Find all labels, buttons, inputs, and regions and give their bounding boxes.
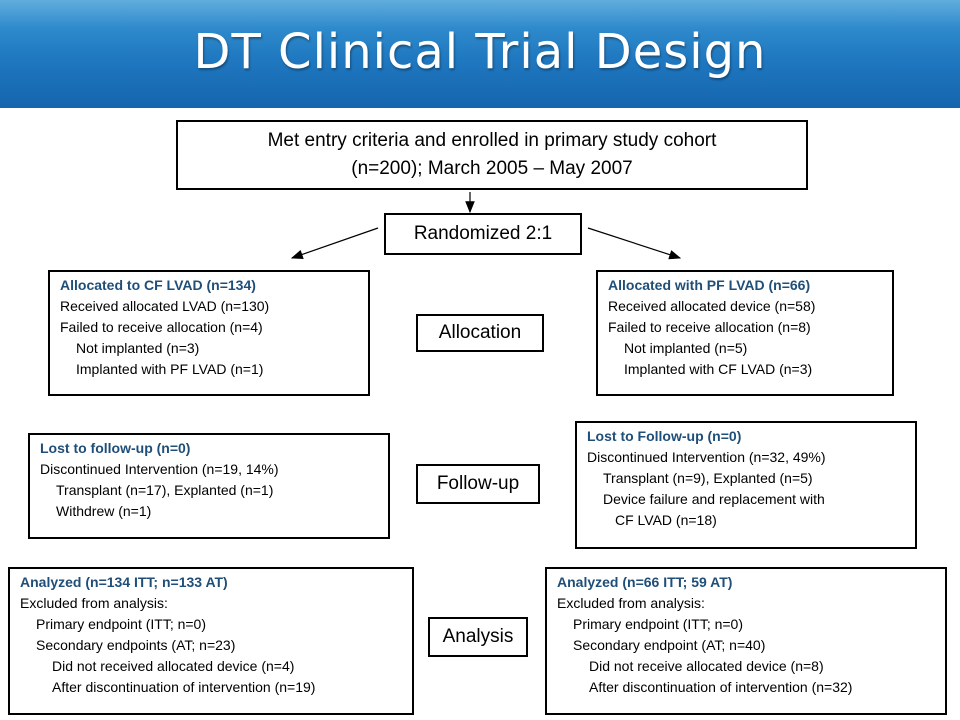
cf-followup-box: Lost to follow-up (n=0) Discontinued Int… <box>28 433 390 539</box>
enrollment-line-1: Met entry criteria and enrolled in prima… <box>267 130 717 151</box>
cf-allocation-box: Allocated to CF LVAD (n=134) Received al… <box>48 270 370 396</box>
cf-analysis-line: Primary endpoint (ITT; n=0) <box>36 616 207 632</box>
randomized-label: Randomized 2:1 <box>413 223 553 244</box>
pf-followup-line: Device failure and replacement with <box>603 491 825 507</box>
cf-analysis-heading: Analyzed (n=134 ITT; n=133 AT) <box>20 574 228 590</box>
stage-followup: Follow-up <box>416 464 540 504</box>
banner-highlight <box>0 0 960 28</box>
cf-allocation-line: Failed to receive allocation (n=4) <box>60 319 263 335</box>
stage-analysis: Analysis <box>428 617 528 657</box>
pf-analysis-heading: Analyzed (n=66 ITT; 59 AT) <box>557 574 733 590</box>
pf-analysis-line: Excluded from analysis: <box>557 595 705 611</box>
slide-title: DT Clinical Trial Design <box>193 24 767 80</box>
cf-analysis-line: Did not received allocated device (n=4) <box>52 658 295 674</box>
pf-allocation-heading: Allocated with PF LVAD (n=66) <box>608 277 811 293</box>
cf-followup-line: Transplant (n=17), Explanted (n=1) <box>56 482 274 498</box>
enrollment-line-2: (n=200); March 2005 – May 2007 <box>351 158 633 179</box>
stage-allocation: Allocation <box>416 314 544 352</box>
pf-analysis-line: Secondary endpoint (AT; n=40) <box>573 637 766 653</box>
cf-followup-heading: Lost to follow-up (n=0) <box>40 440 191 456</box>
pf-analysis-line: Primary endpoint (ITT; n=0) <box>573 616 744 632</box>
cf-analysis-line: Secondary endpoints (AT; n=23) <box>36 637 236 653</box>
stage-analysis-label: Analysis <box>442 626 514 647</box>
pf-allocation-line: Received allocated device (n=58) <box>608 298 816 314</box>
pf-followup-line: Transplant (n=9), Explanted (n=5) <box>603 470 813 486</box>
title-banner <box>0 0 960 108</box>
cf-followup-line: Discontinued Intervention (n=19, 14%) <box>40 461 279 477</box>
cf-followup-line: Withdrew (n=1) <box>56 503 152 519</box>
enrollment-box: Met entry criteria and enrolled in prima… <box>176 120 808 190</box>
pf-followup-line: Discontinued Intervention (n=32, 49%) <box>587 449 826 465</box>
pf-allocation-line: Failed to receive allocation (n=8) <box>608 319 811 335</box>
cf-allocation-line: Implanted with PF LVAD (n=1) <box>76 361 264 377</box>
randomized-box: Randomized 2:1 <box>384 213 582 255</box>
pf-analysis-line: Did not receive allocated device (n=8) <box>589 658 824 674</box>
cf-allocation-line: Not implanted (n=3) <box>76 340 200 356</box>
pf-followup-box: Lost to Follow-up (n=0) Discontinued Int… <box>575 421 917 549</box>
pf-allocation-line: Not implanted (n=5) <box>624 340 748 356</box>
pf-analysis-line: After discontinuation of intervention (n… <box>589 679 853 695</box>
arrow-to-pf-allocation <box>587 227 682 260</box>
stage-followup-label: Follow-up <box>436 473 520 494</box>
pf-allocation-box: Allocated with PF LVAD (n=66) Received a… <box>596 270 894 396</box>
cf-allocation-heading: Allocated to CF LVAD (n=134) <box>60 277 256 293</box>
cf-analysis-box: Analyzed (n=134 ITT; n=133 AT) Excluded … <box>8 567 414 715</box>
cf-allocation-line: Received allocated LVAD (n=130) <box>60 298 270 314</box>
cf-analysis-line: After discontinuation of intervention (n… <box>52 679 316 695</box>
pf-followup-heading: Lost to Follow-up (n=0) <box>587 428 742 444</box>
stage-allocation-label: Allocation <box>438 322 522 343</box>
arrow-to-cf-allocation <box>290 227 379 259</box>
cf-analysis-line: Excluded from analysis: <box>20 595 168 611</box>
pf-analysis-box: Analyzed (n=66 ITT; 59 AT) Excluded from… <box>545 567 947 715</box>
pf-allocation-line: Implanted with CF LVAD (n=3) <box>624 361 813 377</box>
pf-followup-line: CF LVAD (n=18) <box>615 512 717 528</box>
